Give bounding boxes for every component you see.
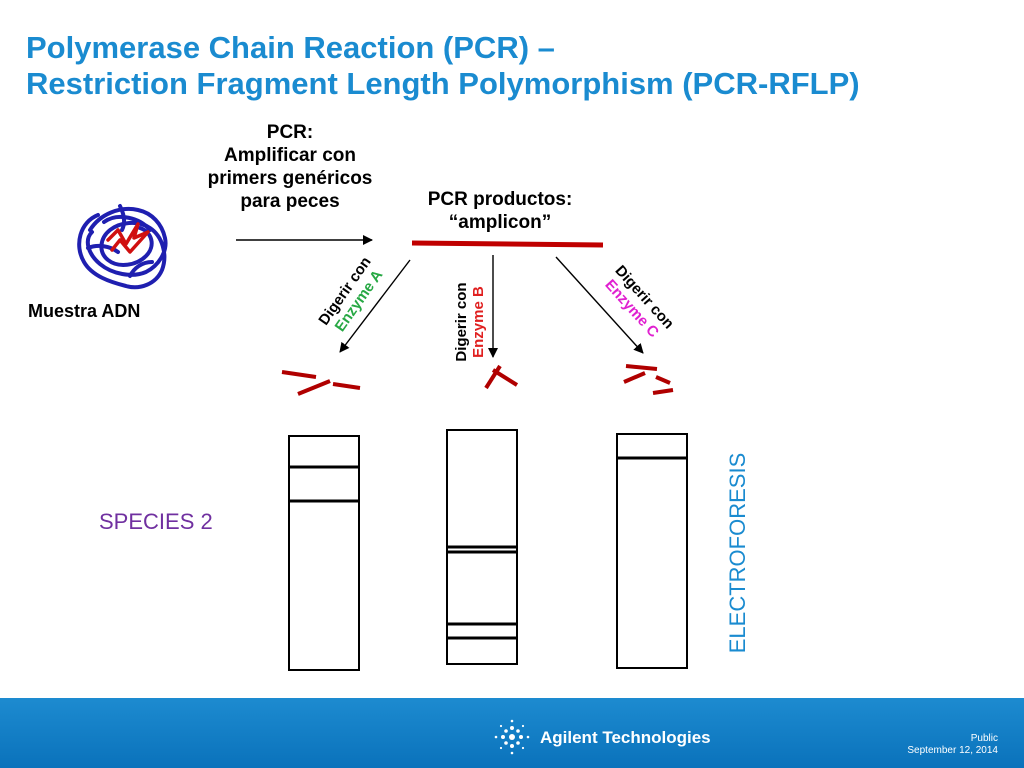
fragments-b — [484, 364, 519, 390]
agilent-spark-logo-icon — [494, 719, 530, 755]
digest-b-enzyme: Enzyme B — [470, 286, 487, 358]
gel-lane-1 — [288, 435, 360, 671]
sample-label: Muestra ADN — [28, 301, 141, 321]
pcr-label: PCR: Amplificar con primers genéricos pa… — [190, 121, 390, 213]
species-label: SPECIES 2 — [99, 509, 213, 534]
digest-arrow-c — [555, 256, 644, 354]
digest-b-prefix: Digerir con — [453, 282, 470, 362]
pcr-rflp-diagram — [77, 204, 688, 671]
pcr-products-line2: “amplicon” — [448, 212, 552, 233]
slide-title-line2: Restriction Fragment Length Polymorphism… — [26, 66, 860, 101]
electroforesis-label: ELECTROFORESIS — [725, 452, 750, 654]
fragments-c — [623, 364, 674, 395]
pcr-label-line1: PCR: — [266, 122, 314, 143]
date-label: September 12, 2014 — [907, 745, 998, 756]
pcr-label-line4: para peces — [240, 191, 340, 212]
fragments-a — [281, 370, 361, 396]
classification-label: Public — [970, 733, 998, 744]
gel-lane-3 — [616, 433, 688, 669]
pcr-products-label: PCR productos: “amplicon” — [400, 188, 600, 234]
gel-lane-2 — [446, 429, 518, 665]
slide-title-line1: Polymerase Chain Reaction (PCR) – — [26, 30, 555, 65]
footer-meta: Public September 12, 2014 — [907, 733, 998, 757]
digest-arrow-a — [339, 259, 411, 353]
footer-bar — [0, 698, 1024, 768]
digest-b-label: Digerir con Enzyme B — [453, 282, 487, 361]
pcr-label-line2: Amplificar con — [224, 145, 356, 166]
dna-sample-icon — [77, 204, 168, 290]
pcr-products-line1: PCR productos: — [427, 189, 573, 210]
pcr-label-line3: primers genéricos — [207, 168, 373, 189]
amplicon-bar — [411, 240, 604, 248]
company-logo-text: Agilent Technologies — [540, 728, 711, 747]
slide-title: Polymerase Chain Reaction (PCR) – Restri… — [26, 30, 860, 102]
